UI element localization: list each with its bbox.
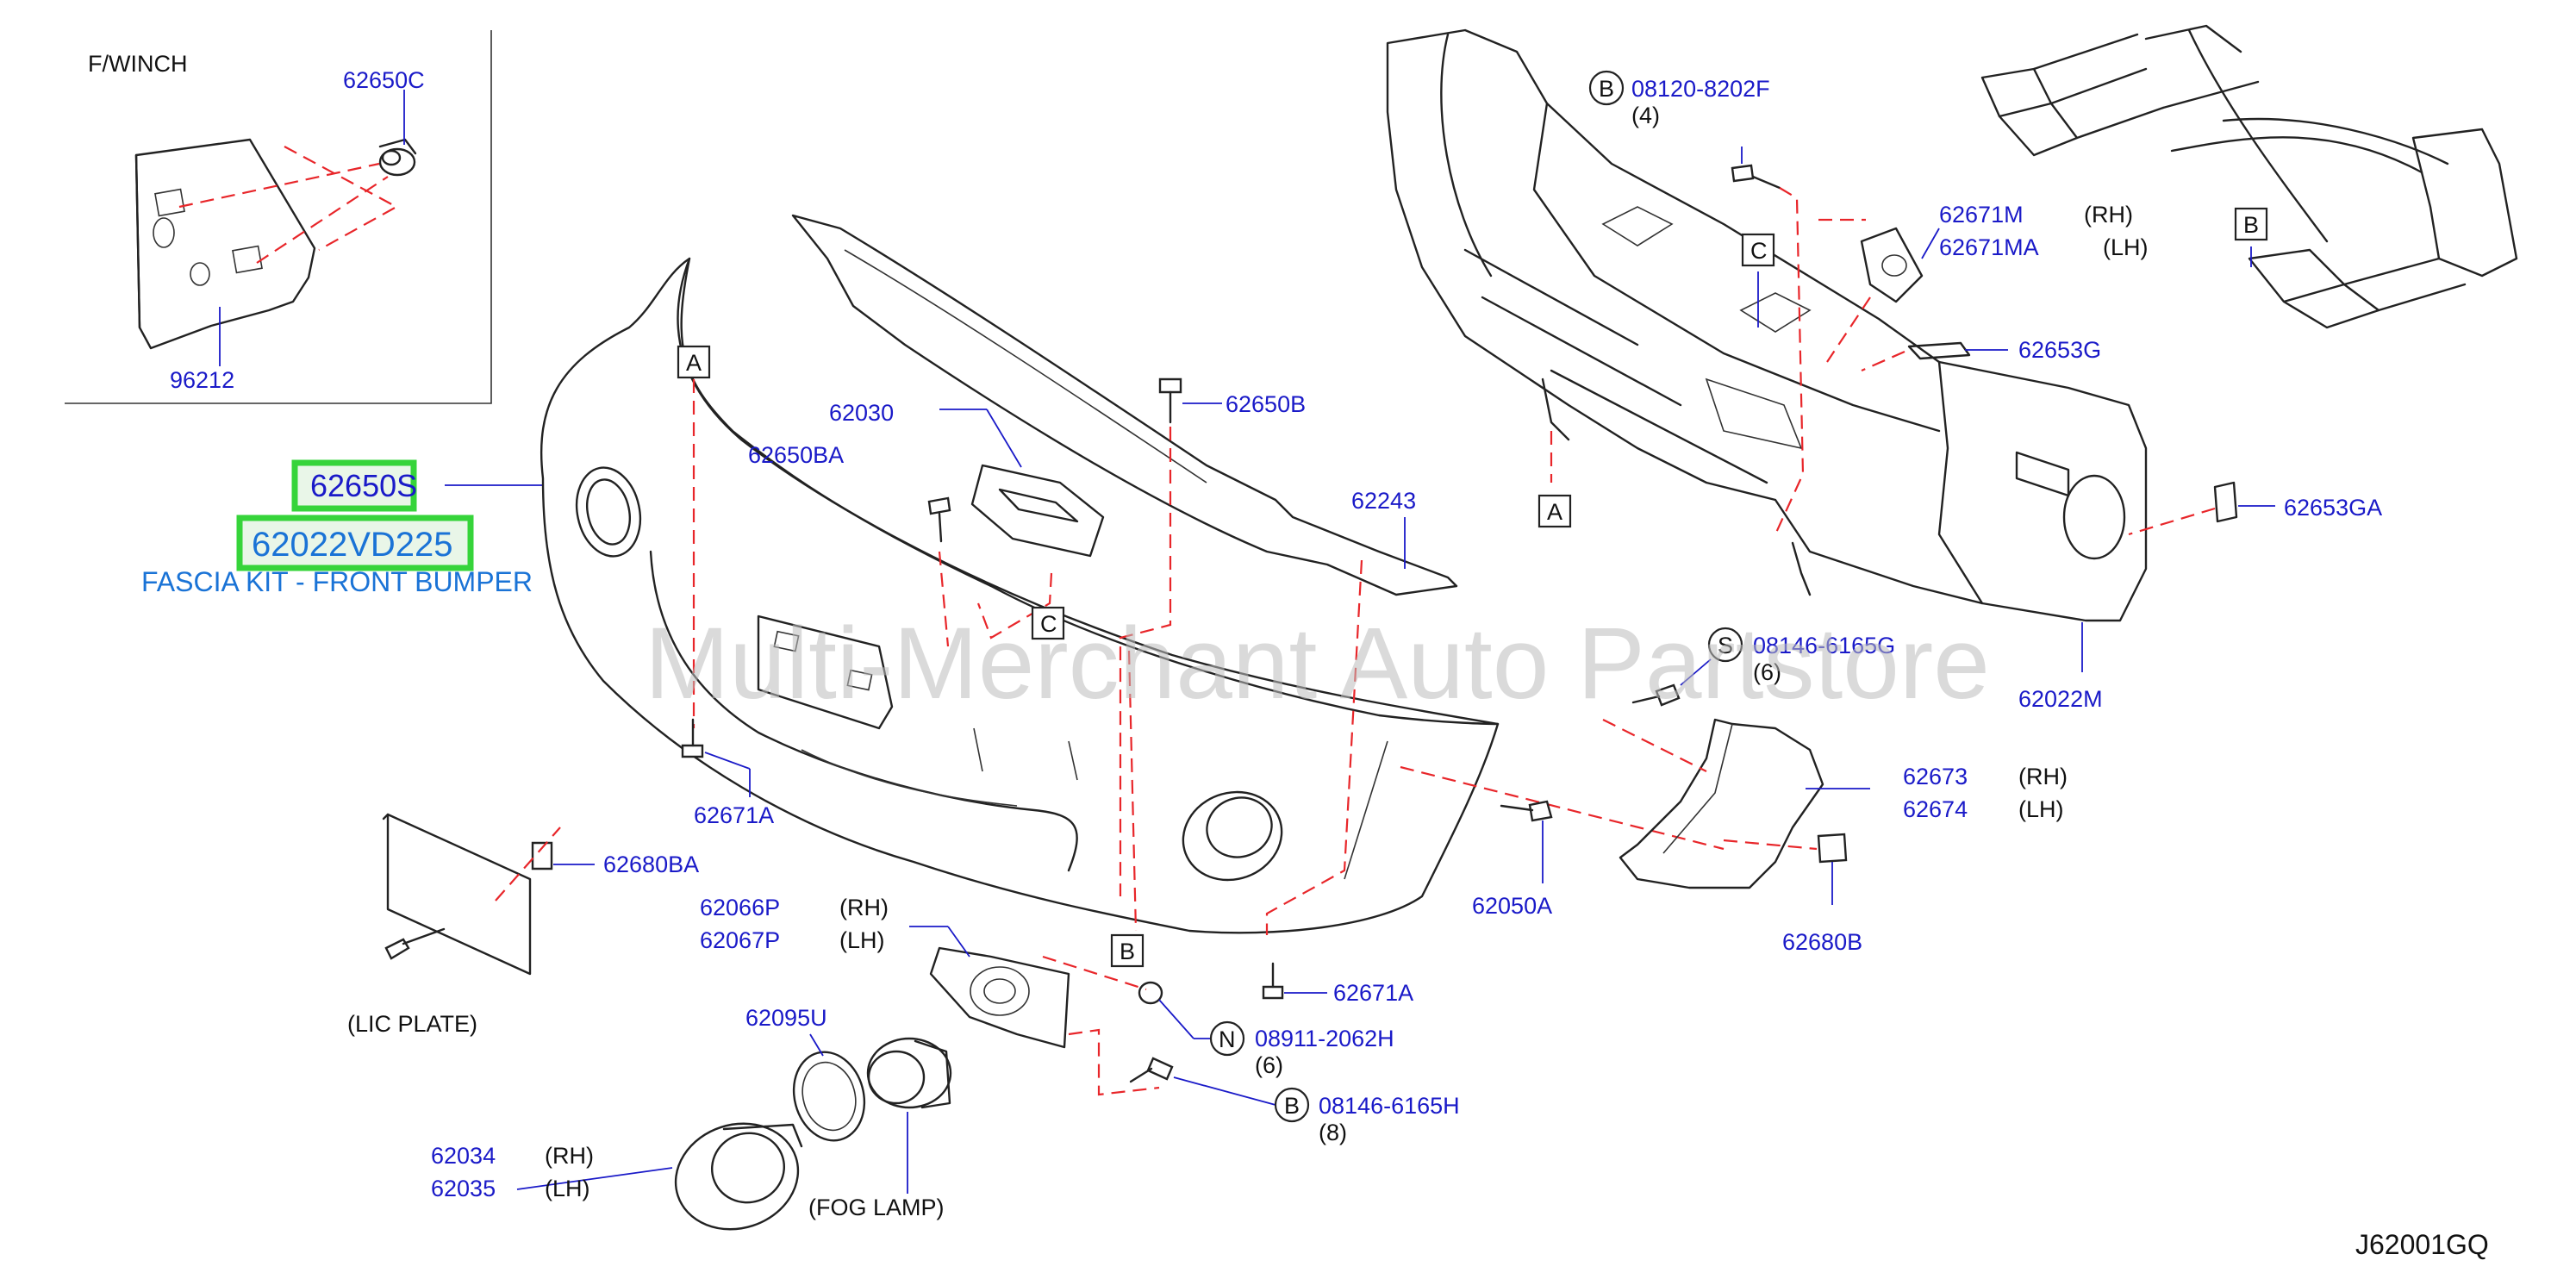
kit-description: FASCIA KIT - FRONT BUMPER xyxy=(141,566,533,597)
label-lic-plate: (LIC PLATE) xyxy=(347,1011,477,1037)
part-62653GA[interactable]: 62653GA xyxy=(2284,495,2382,521)
side-62067P-lh: (LH) xyxy=(839,927,885,953)
ref-B-frame: B xyxy=(2243,212,2259,238)
ref-circle-B-bottom xyxy=(1274,1087,1310,1123)
collar-62650C-drawing xyxy=(378,138,417,177)
inset-frame xyxy=(65,30,492,404)
license-plate-drawing xyxy=(382,813,532,976)
part-62095U[interactable]: 62095U xyxy=(745,1005,827,1031)
ref-B-top: B xyxy=(1599,76,1614,102)
diagram-code: J62001GQ xyxy=(2355,1229,2489,1260)
part-62050A[interactable]: 62050A xyxy=(1472,893,1552,919)
part-62650S[interactable]: 62650S xyxy=(310,468,417,503)
bolt-62671A-left-drawing xyxy=(681,718,704,758)
part-62673[interactable]: 62673 xyxy=(1903,764,1968,789)
part-62066P[interactable]: 62066P xyxy=(700,895,780,920)
ref-box-A-fascia xyxy=(677,345,711,379)
bolt-62650BA-drawing xyxy=(927,496,951,543)
part-62022VD225[interactable]: 62022VD225 xyxy=(252,526,453,564)
ref-box-A-armature xyxy=(1537,494,1572,528)
qty-08120-8202F: (4) xyxy=(1631,103,1660,128)
highlight-box-62022VD225 xyxy=(236,515,474,571)
watermark: Multi-Merchant Auto Partstore xyxy=(645,607,1990,721)
front-bumper-fascia-drawing xyxy=(540,257,1500,934)
fog-lamp-bracket-drawing xyxy=(929,946,1070,1049)
part-62650C[interactable]: 62650C xyxy=(343,67,425,93)
ref-box-C-armature xyxy=(1741,233,1775,267)
ref-A-fascia: A xyxy=(686,350,702,376)
screw-08146-S-drawing xyxy=(1631,683,1681,707)
fog-lamp-drawing xyxy=(866,1037,952,1109)
fog-lamp-bezel-drawing xyxy=(674,1122,803,1231)
label-fog-lamp: (FOG LAMP) xyxy=(808,1195,945,1220)
ref-N: N xyxy=(1219,1026,1236,1052)
bumper-armature-62022M-drawing xyxy=(1386,28,2148,622)
part-62671MA[interactable]: 62671MA xyxy=(1939,234,2039,260)
side-62671MA-lh: (LH) xyxy=(2103,234,2149,260)
screw-62050A-drawing xyxy=(1500,800,1553,822)
bracket-62030-drawing xyxy=(970,464,1105,558)
qty-08146-6165H: (8) xyxy=(1319,1120,1347,1145)
clip-62680B-drawing xyxy=(1817,833,1848,864)
part-62650BA[interactable]: 62650BA xyxy=(748,442,844,468)
qty-08911-2062H: (6) xyxy=(1255,1052,1283,1078)
ref-box-B-fascia xyxy=(1110,933,1145,968)
ref-box-B-frame xyxy=(2234,207,2268,241)
winch-bracket-drawing xyxy=(134,138,316,350)
bolt-08146-B-drawing xyxy=(1129,1057,1174,1083)
fog-lamp-gasket-62095U-drawing xyxy=(792,1051,866,1142)
part-62022M[interactable]: 62022M xyxy=(2018,686,2103,712)
highlight-box-62650S xyxy=(291,459,417,512)
part-62680B[interactable]: 62680B xyxy=(1782,929,1862,955)
winch-inset: F/WINCH 62650C 96212 xyxy=(65,30,492,404)
part-62680BA[interactable]: 62680BA xyxy=(603,852,699,877)
reinforcement-62243-drawing xyxy=(791,214,1458,596)
air-guide-62673-drawing xyxy=(1619,718,1824,889)
ref-S: S xyxy=(1718,633,1733,658)
part-96212[interactable]: 96212 xyxy=(170,367,234,393)
ref-circle-N xyxy=(1209,1020,1245,1057)
part-62034[interactable]: 62034 xyxy=(431,1143,496,1169)
part-08146-6165G[interactable]: 08146-6165G xyxy=(1753,633,1895,658)
ref-circle-B-top xyxy=(1588,70,1625,106)
part-62030[interactable]: 62030 xyxy=(829,400,894,426)
ref-B-bottom: B xyxy=(1284,1093,1300,1119)
bracket-62671M-drawing xyxy=(1860,227,1924,303)
part-62671A-left[interactable]: 62671A xyxy=(694,802,774,828)
ref-C-fascia: C xyxy=(1040,611,1057,637)
side-62034-rh: (RH) xyxy=(545,1143,594,1169)
part-62035[interactable]: 62035 xyxy=(431,1176,496,1201)
part-62243[interactable]: 62243 xyxy=(1351,488,1416,514)
part-62650B[interactable]: 62650B xyxy=(1226,391,1306,417)
side-62671M-rh: (RH) xyxy=(2084,202,2133,228)
side-62674-lh: (LH) xyxy=(2018,796,2064,822)
side-62066P-rh: (RH) xyxy=(839,895,889,920)
part-62674[interactable]: 62674 xyxy=(1903,796,1968,822)
part-62653G[interactable]: 62653G xyxy=(2018,337,2101,363)
bolt-62650B-drawing xyxy=(1158,377,1182,424)
bolt-62671A-bottom-drawing xyxy=(1262,962,1284,1000)
part-08146-6165H[interactable]: 08146-6165H xyxy=(1319,1093,1460,1119)
ref-B-fascia: B xyxy=(1120,939,1135,964)
ref-C-armature: C xyxy=(1750,238,1768,264)
part-62671M[interactable]: 62671M xyxy=(1939,202,2024,228)
part-08911-2062H[interactable]: 08911-2062H xyxy=(1255,1026,1394,1051)
screw-plate-drawing xyxy=(384,927,446,960)
ref-A-armature: A xyxy=(1547,499,1562,525)
part-08120-8202F[interactable]: 08120-8202F xyxy=(1631,76,1770,102)
ref-circle-S xyxy=(1707,627,1743,663)
pad-62653G-drawing xyxy=(1907,341,1971,360)
side-62035-lh: (LH) xyxy=(545,1176,590,1201)
chassis-frame-drawing xyxy=(1980,24,2518,329)
part-62671A-bottom[interactable]: 62671A xyxy=(1333,980,1413,1006)
nut-08911-drawing xyxy=(1138,981,1163,1005)
pad-62653GA-drawing xyxy=(2213,481,2238,523)
bolt-08120-drawing xyxy=(1731,164,1781,190)
part-62067P[interactable]: 62067P xyxy=(700,927,780,953)
side-62673-rh: (RH) xyxy=(2018,764,2068,789)
ref-box-C-fascia xyxy=(1031,606,1065,640)
qty-08146-6165G: (6) xyxy=(1753,659,1781,685)
inset-title: F/WINCH xyxy=(88,51,187,77)
